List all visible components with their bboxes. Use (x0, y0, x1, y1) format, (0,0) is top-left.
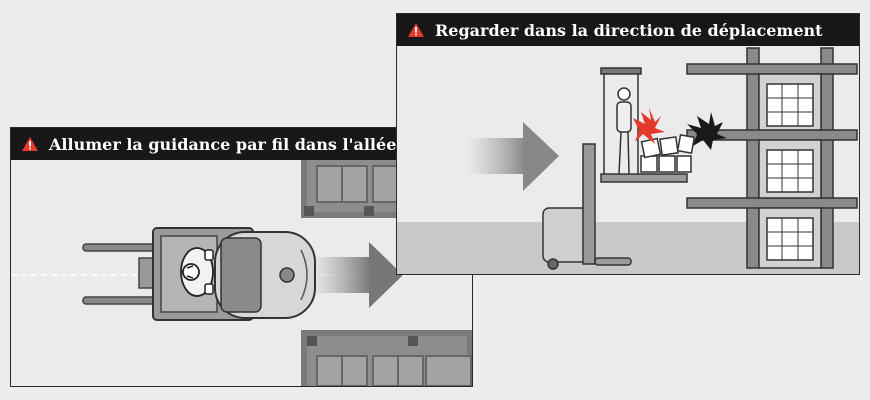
panel-travel-direction: Regarder dans la direction de déplacemen… (396, 13, 860, 275)
panel-title: Allumer la guidance par fil dans l'allée (49, 134, 397, 154)
direction-arrow-icon (467, 122, 559, 191)
warehouse-side-view-illustration (397, 46, 859, 274)
impact-burst-icon (687, 112, 727, 150)
panel-wire-guidance: Allumer la guidance par fil dans l'allée (10, 127, 473, 387)
aisle-top-view-illustration (11, 160, 472, 386)
panel-title: Regarder dans la direction de déplacemen… (435, 20, 823, 40)
storage-rack (686, 47, 858, 269)
forklift-top-view (82, 227, 316, 321)
panel-title-bar: Allumer la guidance par fil dans l'allée (11, 128, 472, 160)
panel-title-bar: Regarder dans la direction de déplacemen… (397, 14, 859, 46)
warning-triangle-icon (21, 134, 41, 154)
warning-triangle-icon (407, 20, 427, 40)
impact-burst-icon (633, 108, 665, 144)
shelf-bottom (301, 330, 472, 386)
direction-arrow-icon (311, 242, 403, 308)
